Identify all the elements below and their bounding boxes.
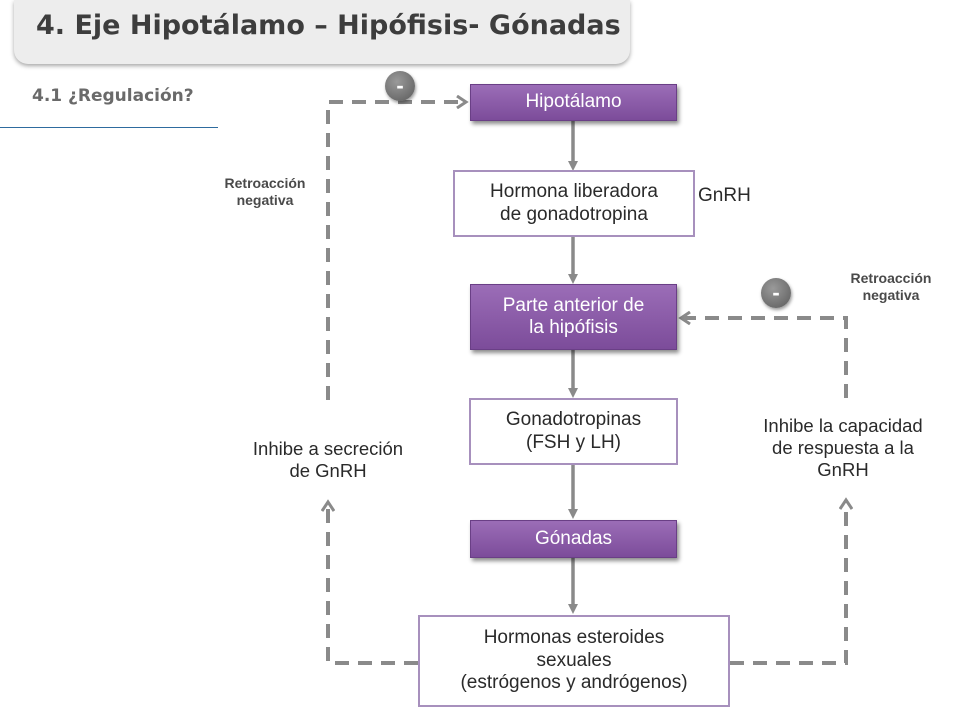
left-effect-line1: Inhibe a secreción: [252, 438, 404, 459]
right-feedback-line2: negativa: [862, 286, 920, 303]
right-feedback-bottom: [730, 500, 846, 665]
left-feedback-line1: Retroacción: [224, 175, 306, 191]
left-minus-sign: -: [385, 71, 415, 101]
right-effect-label: Inhibe la capacidad de respuesta a la Gn…: [738, 415, 948, 482]
node-hipofisis-line2: la hipófisis: [529, 317, 618, 338]
node-esteroides-line1: Hormonas esteroides: [483, 627, 665, 649]
right-effect-line3: GnRH: [817, 459, 869, 481]
left-feedback-label: Retroacción negativa: [206, 175, 324, 209]
node-gonadotropinas: Gonadotropinas (FSH y LH): [469, 398, 678, 465]
right-feedback-top: [681, 318, 848, 398]
node-gonadas-label: Gónadas: [534, 527, 613, 549]
page-title: 4. Eje Hipotálamo – Hipófisis- Gónadas: [36, 10, 621, 41]
right-minus-sign: -: [761, 278, 791, 308]
right-feedback-line1: Retroacción: [850, 270, 932, 286]
node-esteroides-line3: (estrógenos y andrógenos): [460, 672, 688, 694]
left-feedback-line2: negativa: [236, 191, 294, 208]
node-hipofisis: Parte anterior de la hipófisis: [470, 284, 677, 350]
right-feedback-label: Retroacción negativa: [832, 270, 950, 304]
node-esteroides-line2: sexuales: [536, 649, 612, 671]
left-effect-line2: de GnRH: [289, 460, 367, 482]
page-subtitle: 4.1 ¿Regulación?: [32, 86, 194, 106]
node-hormona-liberadora-line2: de gonadotropina: [500, 203, 648, 225]
right-effect-line2: de respuesta a la: [772, 437, 914, 459]
title-tab: [14, 0, 630, 64]
node-hipotalamo-label: Hipotálamo: [525, 91, 622, 113]
left-feedback-bottom: [328, 502, 418, 665]
subtitle-underline: [0, 127, 218, 128]
right-effect-line1: Inhibe la capacidad: [763, 415, 923, 436]
node-gonadotropinas-line2: (FSH y LH): [526, 431, 621, 453]
node-gonadas: Gónadas: [470, 520, 677, 558]
node-hormonas-esteroides: Hormonas esteroides sexuales (estrógenos…: [418, 615, 730, 707]
left-effect-label: Inhibe a secreción de GnRH: [228, 438, 428, 482]
node-hormona-liberadora-line1: Hormona liberadora: [490, 181, 658, 203]
node-hipofisis-line1: Parte anterior de: [502, 294, 645, 316]
node-hipotalamo: Hipotálamo: [470, 84, 677, 121]
gnrh-label: GnRH: [698, 185, 751, 206]
node-gonadotropinas-line1: Gonadotropinas: [505, 409, 642, 431]
node-hormona-liberadora: Hormona liberadora de gonadotropina: [453, 170, 695, 237]
left-feedback-top: [326, 102, 466, 400]
